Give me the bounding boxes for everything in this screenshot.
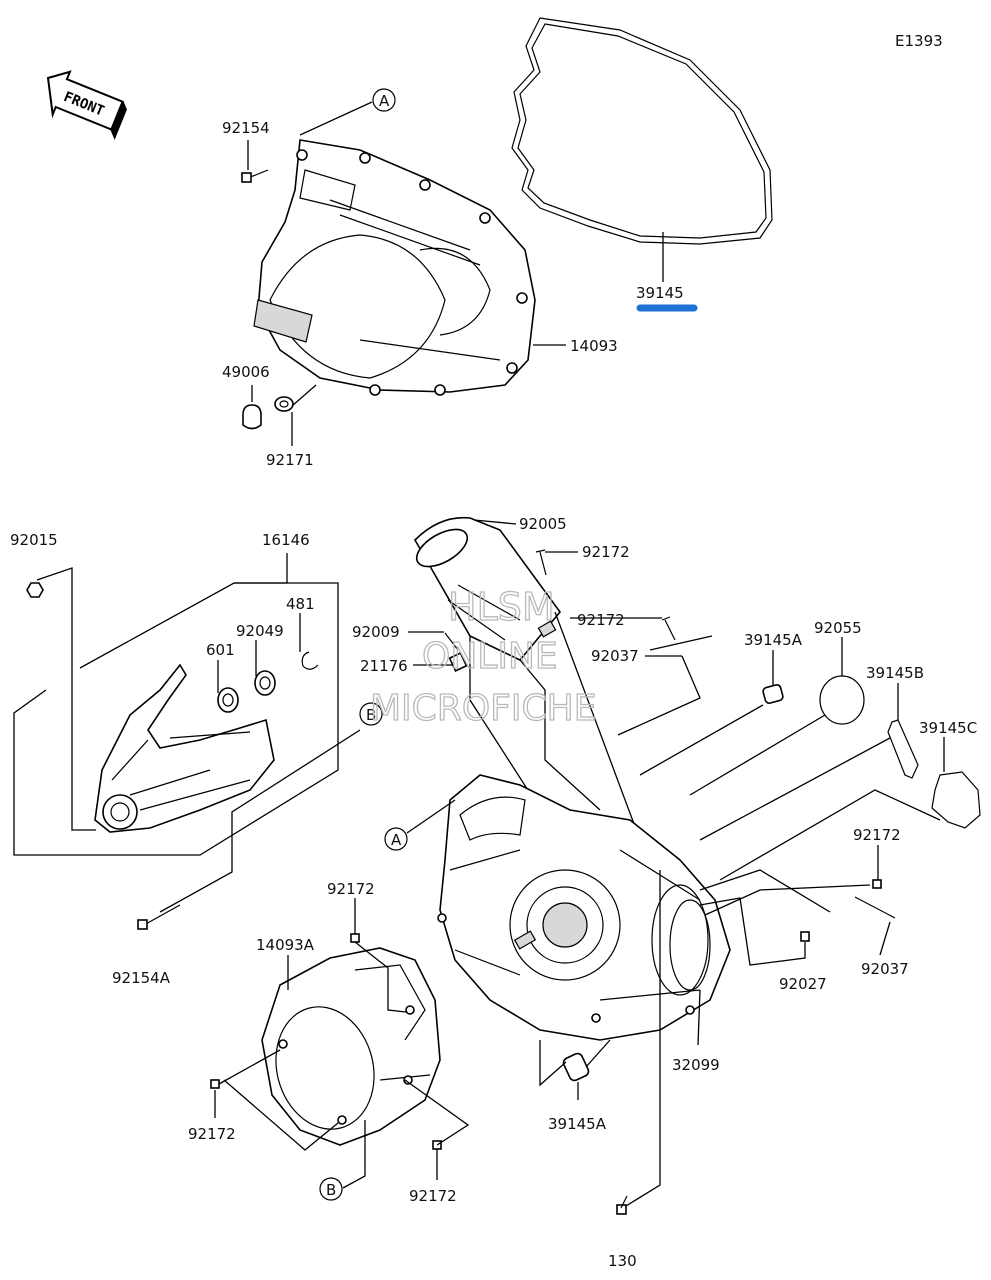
label-92172-c: 92172 <box>853 826 901 844</box>
bolt-130-icon <box>616 1195 628 1215</box>
seal-39145A-b-icon <box>562 1052 590 1082</box>
label-92172-d: 92172 <box>327 880 375 898</box>
clamp-92009-icon <box>444 632 459 651</box>
label-21176: 21176 <box>360 657 408 675</box>
watermark-line2: ONLINE <box>422 636 558 677</box>
bolt-92154A-icon <box>137 904 181 930</box>
label-92172-e: 92172 <box>188 1125 236 1143</box>
screw-92172-e-icon <box>210 1079 220 1089</box>
bracket-16146-part <box>94 663 275 833</box>
pin-92037-b-icon <box>854 896 896 919</box>
label-601: 601 <box>206 641 235 659</box>
inner-cover-32099-part <box>437 774 731 1041</box>
label-39145A-b: 39145A <box>548 1115 607 1133</box>
label-49006: 49006 <box>222 363 270 381</box>
duct-92005-part <box>414 516 562 661</box>
label-39145: 39145 <box>636 284 684 302</box>
label-16146: 16146 <box>262 531 310 549</box>
label-92005: 92005 <box>519 515 567 533</box>
screw-92172-d-icon <box>350 933 360 943</box>
cap-49006-icon <box>242 404 262 430</box>
gasket-39145B-icon <box>887 719 919 779</box>
label-481: 481 <box>286 595 315 613</box>
pin-92037-a-icon <box>649 635 713 651</box>
label-32099: 32099 <box>672 1056 720 1074</box>
label-130: 130 <box>608 1252 637 1270</box>
label-92172-a: 92172 <box>582 543 630 561</box>
clip-21176-icon <box>448 652 468 672</box>
label-92055: 92055 <box>814 619 862 637</box>
bolt-92027-icon <box>800 931 810 942</box>
label-39145B: 39145B <box>866 664 924 682</box>
gasket-39145-part <box>511 17 773 245</box>
cover-14093A-part <box>261 947 441 1146</box>
label-92037-b: 92037 <box>861 960 909 978</box>
oring-92055-icon <box>819 675 865 725</box>
diagram-code: E1393 <box>895 32 943 50</box>
label-92172-f: 92172 <box>409 1187 457 1205</box>
label-14093: 14093 <box>570 337 618 355</box>
callout-b-bot: B <box>326 1181 336 1199</box>
seal-39145A-a-icon <box>762 684 784 704</box>
watermark-line3: MICROFICHE <box>370 688 596 729</box>
nut-92015-icon <box>26 582 44 598</box>
bolt-92172-c-icon <box>872 879 882 889</box>
screw-92172-b-icon <box>661 616 676 641</box>
label-92154A: 92154A <box>112 969 171 987</box>
label-92027: 92027 <box>779 975 827 993</box>
label-92049: 92049 <box>236 622 284 640</box>
bolt-92154-icon <box>241 169 269 183</box>
label-92037-a: 92037 <box>591 647 639 665</box>
callout-b-mid: B <box>366 706 376 724</box>
watermark-line1: HLSM <box>448 585 555 629</box>
callout-a-top: A <box>379 92 390 110</box>
gasket-39145C-icon <box>931 771 981 829</box>
label-39145C: 39145C <box>919 719 977 737</box>
oring-92171-icon <box>274 396 294 412</box>
label-14093A: 14093A <box>256 936 315 954</box>
label-92009: 92009 <box>352 623 400 641</box>
label-92154: 92154 <box>222 119 270 137</box>
seal-92049-icon <box>254 670 276 696</box>
label-92172-b: 92172 <box>577 611 625 629</box>
screw-92172-a-icon <box>535 549 547 576</box>
circlip-481-icon <box>301 651 319 670</box>
label-92015: 92015 <box>10 531 58 549</box>
cover-14093-part <box>253 139 536 396</box>
label-92171: 92171 <box>266 451 314 469</box>
bearing-601-icon <box>217 687 239 713</box>
front-arrow-icon: FRONT <box>46 70 127 140</box>
label-39145A-a: 39145A <box>744 631 803 649</box>
callout-a-mid: A <box>391 831 402 849</box>
